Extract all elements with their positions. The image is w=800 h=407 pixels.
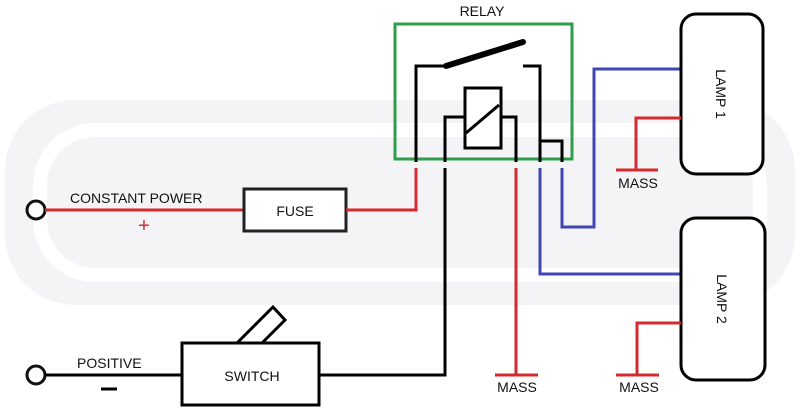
lamp2-body xyxy=(679,216,767,382)
relay-label: RELAY xyxy=(460,3,506,19)
mass-label: MASS xyxy=(619,379,659,395)
constant-power-circuit: CONSTANT POWER + FUSE xyxy=(25,168,418,237)
lamp2-ground-wire xyxy=(635,321,681,375)
switch-circuit: POSITIVE SWITCH xyxy=(25,168,447,407)
positive-sign: + xyxy=(138,215,150,237)
fuse-to-relay-wire xyxy=(346,168,418,212)
positive-label: POSITIVE xyxy=(77,355,142,371)
relay-housing xyxy=(393,22,574,161)
relay-coil-lead-right xyxy=(501,115,518,162)
switch-toggle[interactable] xyxy=(233,304,288,345)
lamp1-label: LAMP 1 xyxy=(713,69,729,119)
lamp2: LAMP 2 MASS xyxy=(616,216,767,395)
relay-coil-lead-left xyxy=(443,115,465,162)
mass-label: MASS xyxy=(618,175,658,191)
switch-to-relay-wire xyxy=(319,168,447,377)
relay-to-lamp2-wire xyxy=(538,168,681,276)
lamp2-label: LAMP 2 xyxy=(714,274,730,324)
switch-label: SWITCH xyxy=(224,368,279,384)
lamp1-body xyxy=(679,12,765,176)
relay-armature xyxy=(443,39,526,69)
fuse xyxy=(242,187,348,233)
lamp1: LAMP 1 MASS xyxy=(616,12,765,191)
relay: RELAY xyxy=(393,3,574,162)
relay-ground: MASS xyxy=(495,168,538,395)
constant-power-label: CONSTANT POWER xyxy=(70,190,203,206)
fuse-label: FUSE xyxy=(276,203,313,219)
relay-contact-left xyxy=(414,64,446,162)
relay-to-lamp1-wire xyxy=(560,67,681,229)
relay-pin-87a xyxy=(540,139,564,162)
lamp1-ground-wire xyxy=(634,116,681,170)
relay-contact-right xyxy=(523,64,542,162)
constant-power-terminal[interactable] xyxy=(25,199,47,221)
relay-coil-slash xyxy=(465,103,500,135)
positive-terminal[interactable] xyxy=(25,364,47,386)
switch[interactable] xyxy=(180,341,321,407)
mass-label: MASS xyxy=(497,379,537,395)
